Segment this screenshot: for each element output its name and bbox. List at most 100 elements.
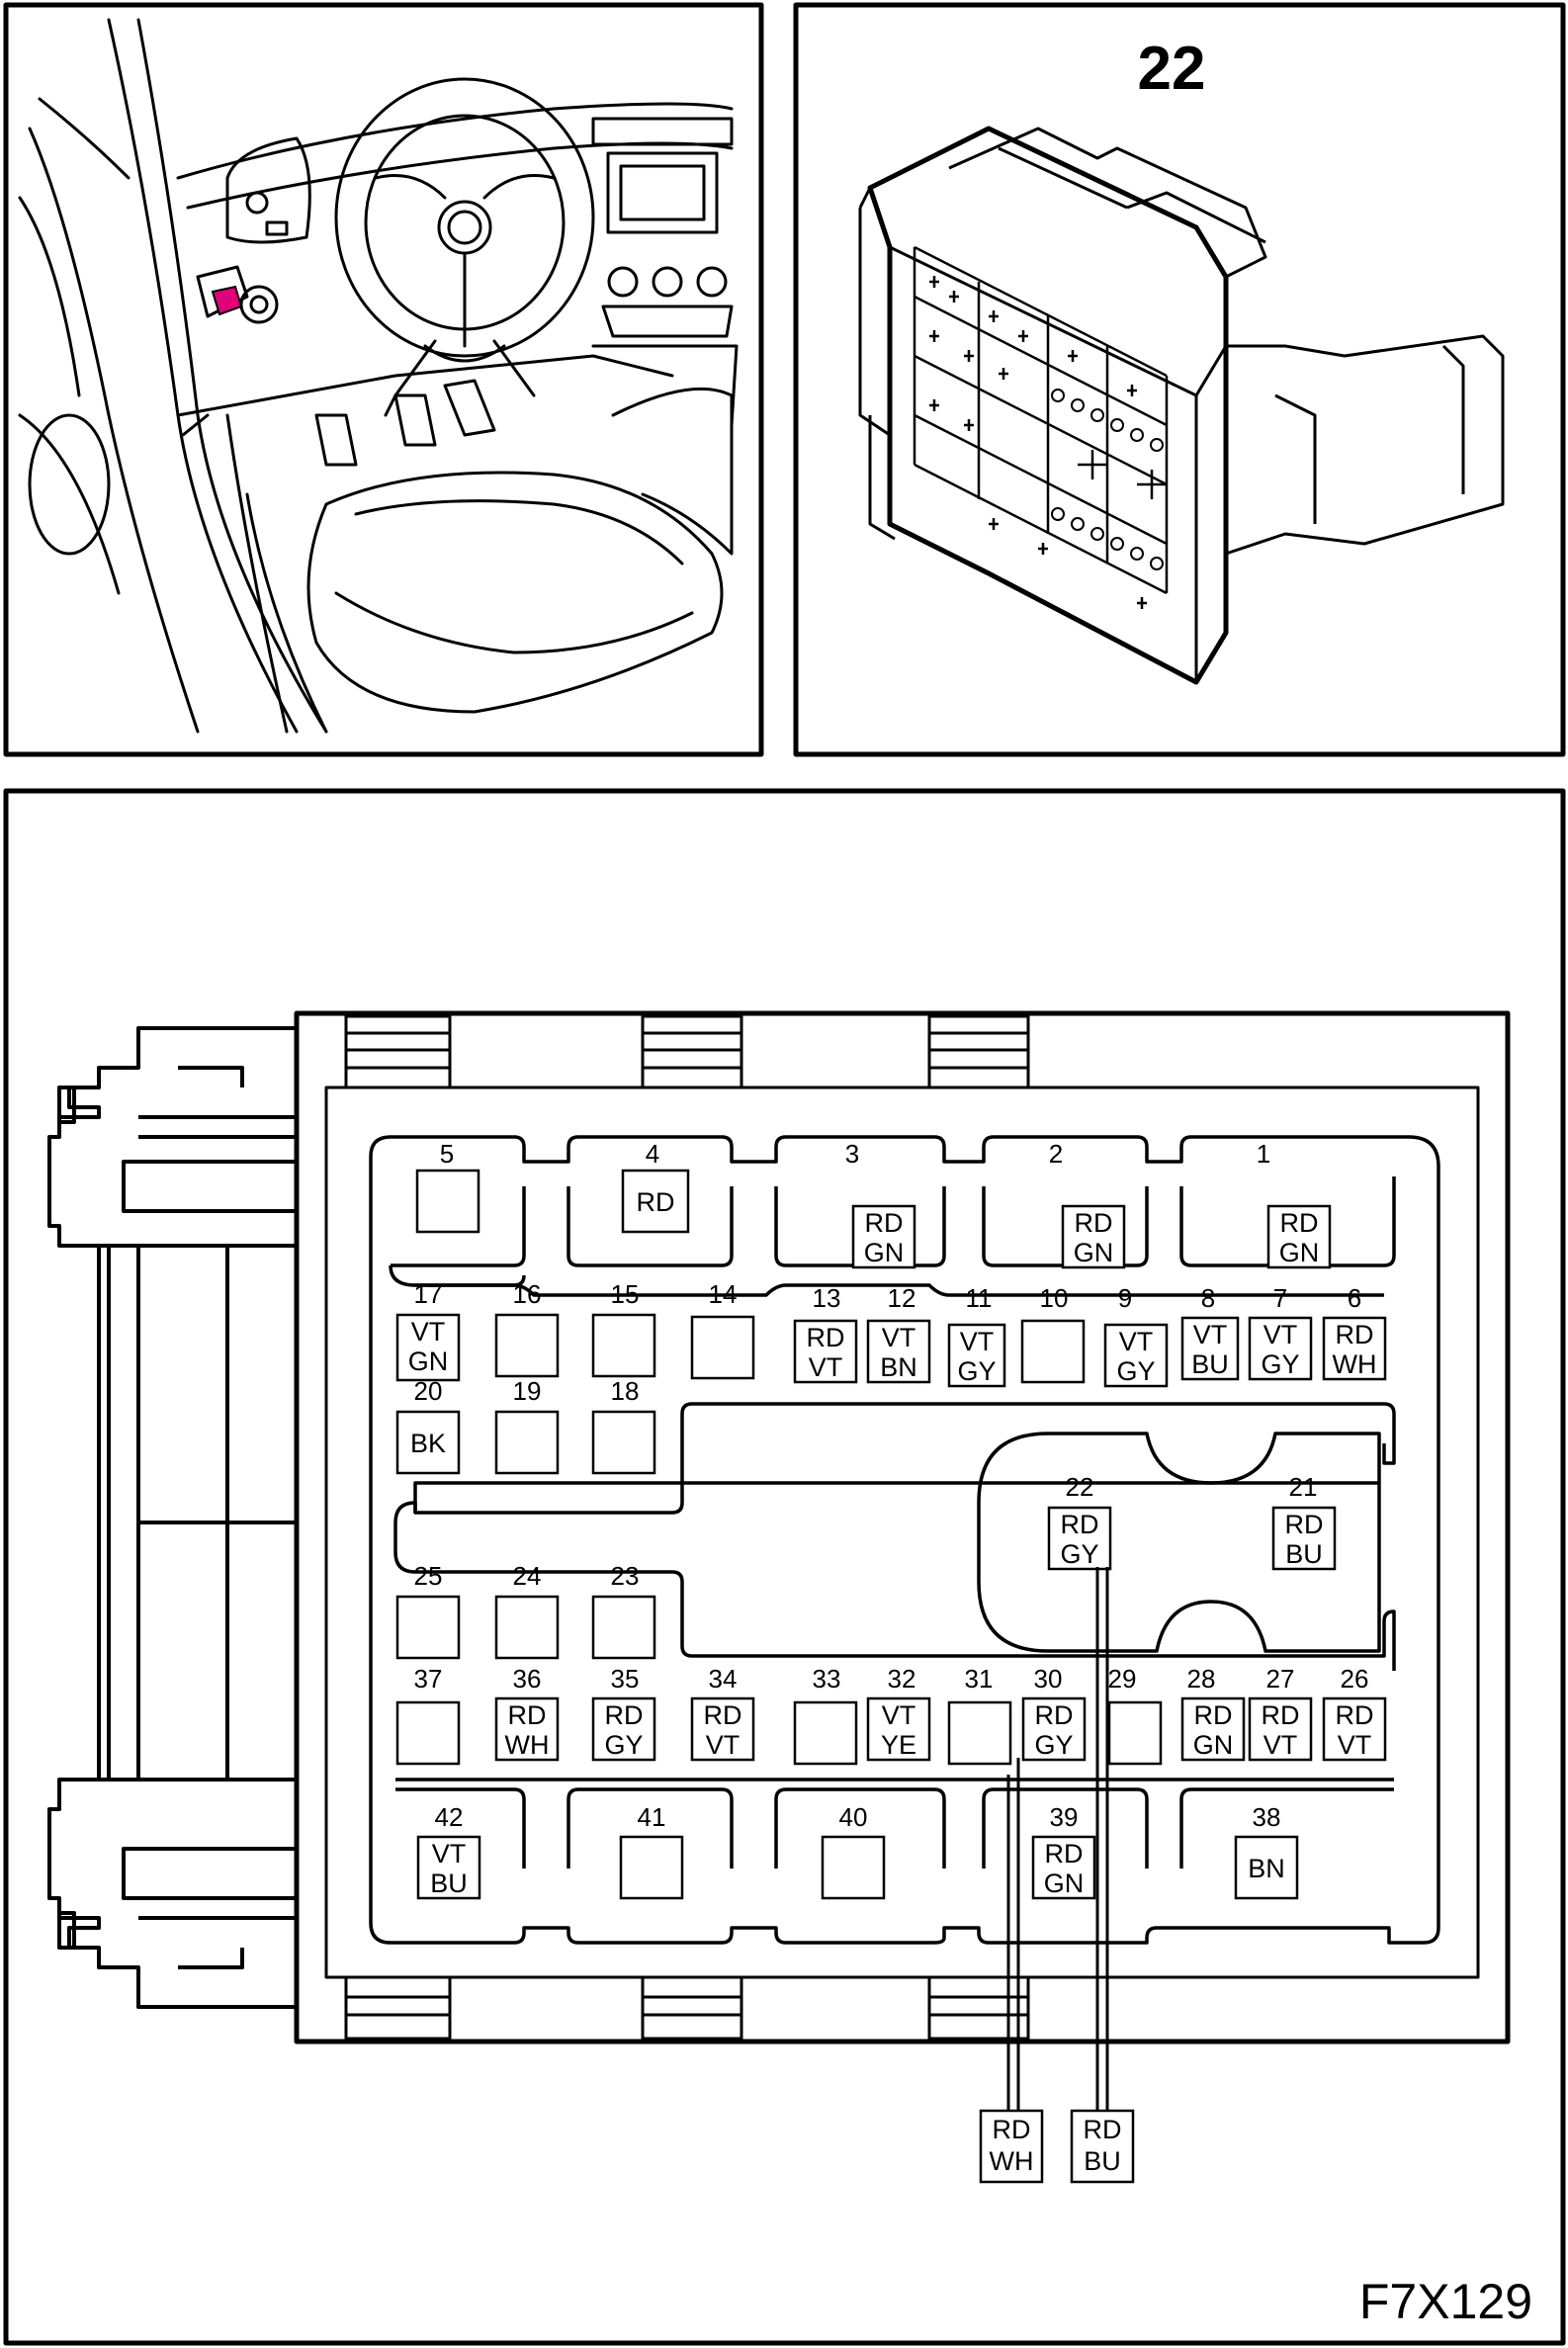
pin-cell <box>851 1204 916 1269</box>
wire-color: BK <box>410 1429 446 1458</box>
pin-number: 14 <box>709 1279 738 1309</box>
wire-color-primary: RD <box>1075 1208 1113 1238</box>
wire-color-stripe: GN <box>1193 1730 1234 1760</box>
pin-37: 37 <box>395 1664 461 1766</box>
fuse-box-location-marker <box>211 285 243 316</box>
wire-color-primary: VT <box>1263 1320 1298 1349</box>
wire-color-stripe: BU <box>1191 1349 1229 1379</box>
wire-color-primary: RD <box>1194 1700 1233 1730</box>
pin-cell <box>1107 1700 1163 1766</box>
pin-cell <box>591 1696 656 1762</box>
wire-color-stripe: WH <box>1333 1349 1377 1379</box>
pin-number: 4 <box>646 1139 659 1169</box>
pin-number: 24 <box>513 1561 542 1591</box>
pin-number: 26 <box>1341 1664 1369 1694</box>
wire-color-stripe: GY <box>604 1730 643 1760</box>
wire-color-stripe: GY <box>957 1356 996 1386</box>
pin-number: 23 <box>611 1561 640 1591</box>
pin-number: 28 <box>1187 1664 1216 1694</box>
splice-wires <box>1006 1567 1109 2116</box>
wire-color-primary: RD <box>1262 1700 1300 1730</box>
pin-cell <box>621 1169 690 1234</box>
pin-18: 18 <box>591 1376 656 1475</box>
pin-cell <box>395 1313 461 1382</box>
pin-23: 23 <box>591 1561 656 1660</box>
wire-color-stripe: BU <box>430 1869 468 1898</box>
wire-color-stripe: GY <box>1034 1730 1073 1760</box>
pin-cell <box>395 1595 461 1660</box>
pin-number: 15 <box>611 1279 640 1309</box>
wire-color-stripe: GN <box>408 1347 449 1376</box>
pin-cell <box>1047 1506 1112 1571</box>
pin-number: 7 <box>1273 1283 1287 1313</box>
pin-number: 19 <box>513 1376 542 1406</box>
pin-number: 22 <box>1066 1472 1094 1502</box>
pin-cell <box>1061 1204 1126 1269</box>
pin-number: 18 <box>611 1376 640 1406</box>
pin-cell <box>1103 1323 1169 1388</box>
pin-cell <box>395 1410 461 1475</box>
splice-box <box>979 2109 1044 2184</box>
pin-number: 36 <box>513 1664 542 1694</box>
pin-cell <box>866 1696 931 1762</box>
pin-number: 40 <box>839 1802 868 1832</box>
pin-14: 14 <box>690 1279 755 1380</box>
pin-number: 31 <box>965 1664 994 1694</box>
pin-number: 16 <box>513 1279 542 1309</box>
pin-cell <box>1322 1696 1387 1762</box>
wire-color-stripe: YE <box>881 1730 916 1760</box>
wire-color-primary: RD <box>1336 1700 1374 1730</box>
wire-color-primary: RD <box>1045 1839 1084 1869</box>
pin-cell <box>821 1835 886 1900</box>
wire-color-stripe: GN <box>864 1238 905 1267</box>
figure-reference: F7X129 <box>1359 2274 1532 2329</box>
pin-cell <box>690 1315 755 1380</box>
pin-number: 3 <box>845 1139 859 1169</box>
wire-color-primary: RD <box>1084 2115 1122 2144</box>
pin-29: 29 <box>1107 1664 1163 1766</box>
pin-40: 40 <box>821 1802 886 1900</box>
wire-color-primary: VT <box>1119 1327 1154 1356</box>
pin-cell <box>947 1700 1012 1766</box>
wire-color-primary: RD <box>605 1700 644 1730</box>
pin-cell <box>1180 1316 1240 1381</box>
wire-color-stripe: VT <box>1263 1730 1298 1760</box>
wire-color-stripe: GN <box>1279 1238 1320 1267</box>
pin-16: 16 <box>494 1279 560 1378</box>
wire-color-primary: RD <box>508 1700 547 1730</box>
pin-cell <box>395 1700 461 1766</box>
pin-number: 8 <box>1201 1283 1215 1313</box>
pin-cell <box>1234 1835 1299 1900</box>
location-view-panel <box>3 2 764 757</box>
connector-3d-panel <box>793 2 1566 757</box>
wire-color-stripe: WH <box>990 2146 1034 2176</box>
pin-number: 33 <box>813 1664 841 1694</box>
pin-number: 12 <box>888 1283 916 1313</box>
wire-color-stripe: BU <box>1084 2146 1121 2176</box>
pin-number: 27 <box>1266 1664 1295 1694</box>
pin-cell <box>1020 1319 1086 1384</box>
pin-number: 32 <box>888 1664 916 1694</box>
wire-color-stripe: BN <box>880 1352 917 1382</box>
pin-cell <box>619 1835 684 1900</box>
pin-cell <box>591 1410 656 1475</box>
wire-color-primary: VT <box>882 1323 916 1352</box>
pin-24: 24 <box>494 1561 560 1660</box>
pin-25: 25 <box>395 1561 461 1660</box>
pin-cell <box>494 1313 560 1378</box>
